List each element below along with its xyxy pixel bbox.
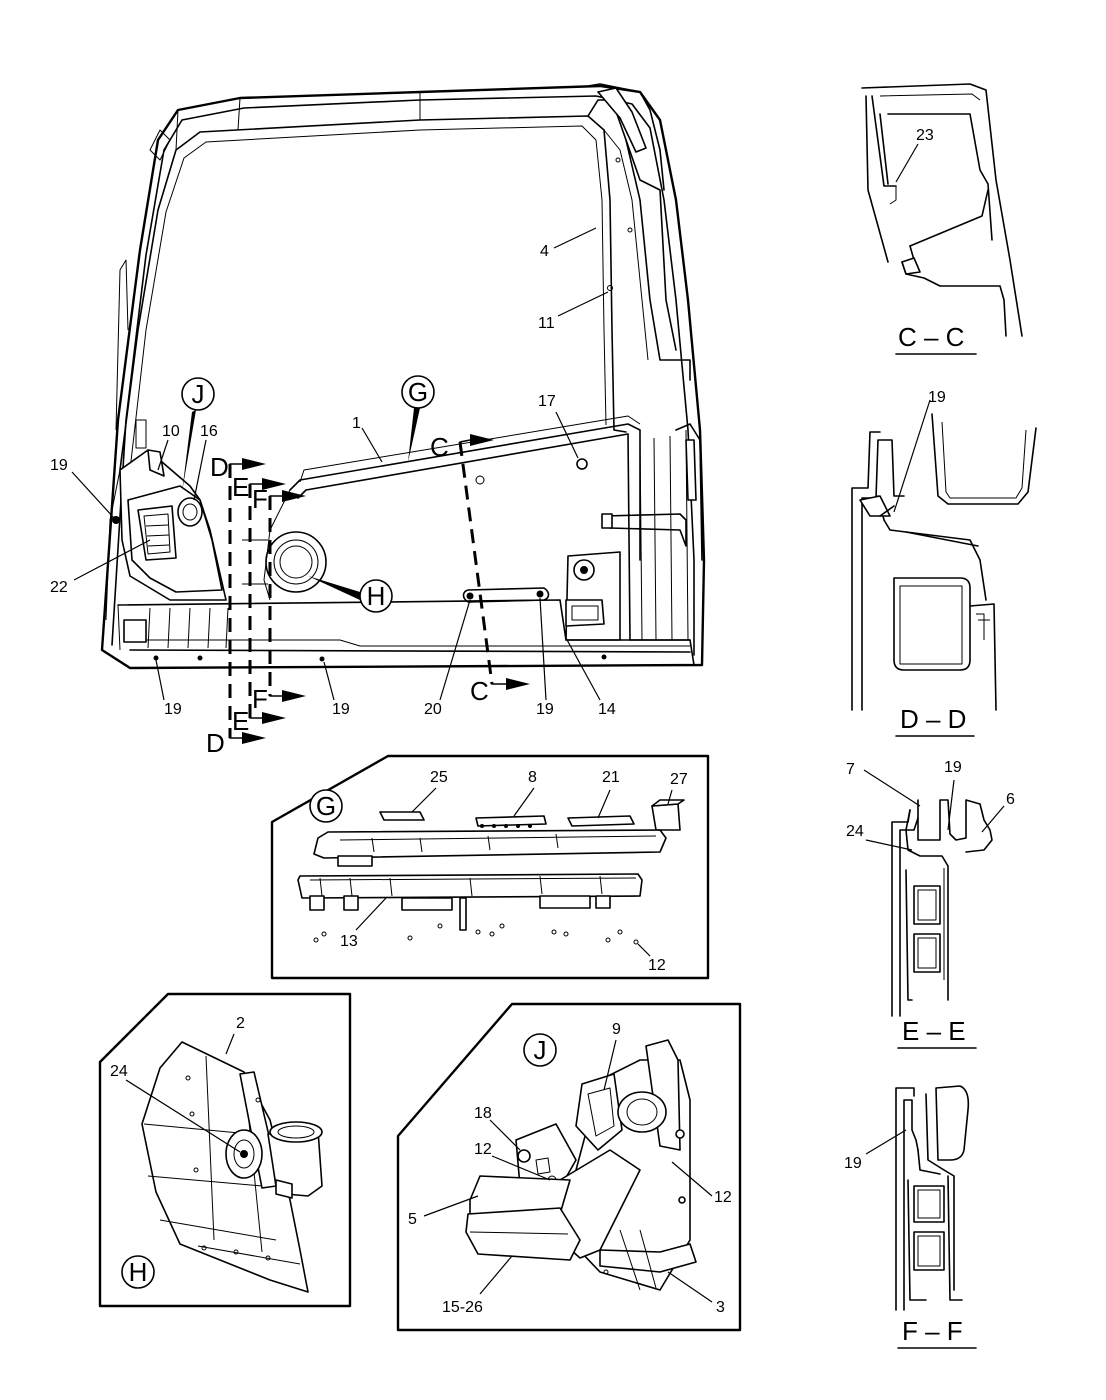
callout-23: 23 bbox=[916, 127, 934, 144]
callout-19-bottom-right: 19 bbox=[536, 701, 554, 718]
detail-markers-main: J G H bbox=[181, 375, 435, 613]
callout-20: 20 bbox=[424, 701, 442, 718]
section-d-top-label: D bbox=[210, 452, 229, 482]
callout-19-bottom-left: 19 bbox=[164, 701, 182, 718]
section-ee-title: E – E bbox=[902, 1016, 966, 1046]
detail-h-panel: H 2 24 bbox=[98, 992, 352, 1308]
callout-8: 8 bbox=[528, 769, 537, 786]
callout-5: 5 bbox=[408, 1211, 417, 1228]
callout-19-ff: 19 bbox=[844, 1155, 862, 1172]
section-ee: 7 19 6 24 E – E bbox=[846, 759, 1015, 1049]
callout-4: 4 bbox=[540, 243, 549, 260]
section-c-top-label: C bbox=[430, 432, 449, 462]
callout-12-j-right: 12 bbox=[714, 1189, 732, 1206]
section-ff: 19 F – F bbox=[844, 1085, 977, 1349]
callout-7: 7 bbox=[846, 761, 855, 778]
callout-12-g: 12 bbox=[648, 957, 666, 974]
callout-15-26: 15-26 bbox=[442, 1299, 483, 1316]
callout-19-ee: 19 bbox=[944, 759, 962, 776]
section-cut-lines bbox=[228, 434, 530, 744]
section-dd: 19 D – D bbox=[851, 389, 1037, 737]
callout-9: 9 bbox=[612, 1021, 621, 1038]
main-callouts: 1 4 11 17 10 16 19 19 19 20 19 14 22 bbox=[50, 227, 616, 718]
section-ff-title: F – F bbox=[902, 1316, 963, 1346]
detail-j-panel: J 9 18 12 12 5 15-26 3 bbox=[396, 1002, 742, 1332]
callout-2: 2 bbox=[236, 1015, 245, 1032]
section-cc: 23 C – C bbox=[861, 83, 1023, 355]
door-main-view bbox=[100, 83, 706, 670]
detail-marker-h: H bbox=[367, 581, 386, 611]
section-arrow-letters: C C D D E E F F bbox=[206, 432, 489, 758]
callout-1: 1 bbox=[352, 415, 361, 432]
detail-marker-j: J bbox=[192, 379, 205, 409]
callout-12-j-left: 12 bbox=[474, 1141, 492, 1158]
callout-25: 25 bbox=[430, 769, 448, 786]
detail-g-marker: G bbox=[316, 791, 336, 821]
callout-24-h: 24 bbox=[110, 1063, 128, 1080]
detail-marker-g: G bbox=[408, 377, 428, 407]
section-d-bottom-label: D bbox=[206, 728, 225, 758]
detail-j-marker: J bbox=[534, 1035, 547, 1065]
section-e-top-label: E bbox=[232, 472, 249, 502]
callout-3: 3 bbox=[716, 1299, 725, 1316]
callout-19-left: 19 bbox=[50, 457, 68, 474]
section-f-top-label: F bbox=[252, 484, 268, 514]
callout-22: 22 bbox=[50, 579, 68, 596]
callout-19-dd: 19 bbox=[928, 389, 946, 406]
callout-14: 14 bbox=[598, 701, 616, 718]
callout-16: 16 bbox=[200, 423, 218, 440]
callout-21: 21 bbox=[602, 769, 620, 786]
detail-g-panel: G bbox=[270, 754, 710, 980]
callout-17: 17 bbox=[538, 393, 556, 410]
detail-h-marker: H bbox=[129, 1257, 148, 1287]
callout-24-ee: 24 bbox=[846, 823, 864, 840]
callout-13: 13 bbox=[340, 933, 358, 950]
callout-19-bottom-mid: 19 bbox=[332, 701, 350, 718]
section-cc-title: C – C bbox=[898, 322, 964, 352]
callout-11: 11 bbox=[538, 315, 555, 332]
callout-27: 27 bbox=[670, 771, 688, 788]
section-c-bottom-label: C bbox=[470, 676, 489, 706]
screw-group bbox=[313, 923, 639, 945]
callout-10: 10 bbox=[162, 423, 180, 440]
callout-18: 18 bbox=[474, 1105, 492, 1122]
section-dd-title: D – D bbox=[900, 704, 966, 734]
section-f-bottom-label: F bbox=[252, 684, 268, 714]
callout-6: 6 bbox=[1006, 791, 1015, 808]
section-e-bottom-label: E bbox=[232, 706, 249, 736]
